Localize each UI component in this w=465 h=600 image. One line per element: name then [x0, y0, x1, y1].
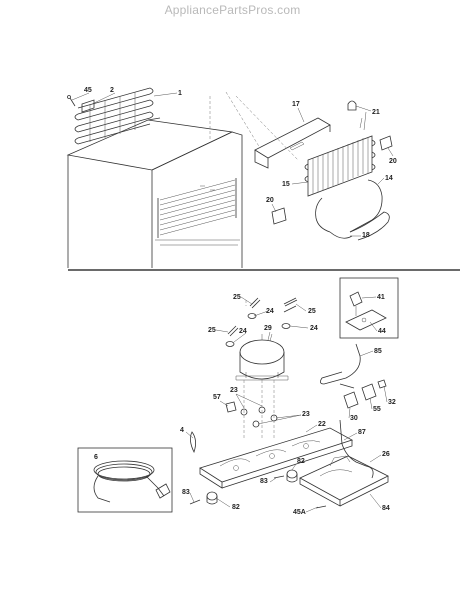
leader-lines [71, 92, 394, 513]
callout-41: 41 [377, 294, 385, 301]
part-4 [190, 431, 196, 454]
callout-18: 18 [362, 232, 370, 239]
cabinet [66, 117, 243, 268]
callout-15: 15 [282, 181, 290, 188]
callout-82-upper: 82 [297, 458, 305, 465]
callout-84: 84 [382, 505, 390, 512]
callout-6: 6 [94, 454, 98, 461]
watermark: AppliancePartsPros.com [164, 3, 301, 17]
callout-45A: 45A [293, 509, 306, 516]
callout-30: 30 [350, 415, 358, 422]
bracket-20-lower [271, 207, 287, 225]
callout-23-b: 23 [302, 411, 310, 418]
callout-25-b: 25 [308, 308, 316, 315]
callout-55: 55 [373, 406, 381, 413]
callout-17: 17 [292, 101, 300, 108]
part-box-41-44 [339, 277, 399, 339]
callout-26: 26 [382, 451, 390, 458]
callout-21: 21 [372, 109, 380, 116]
base-plate-22 [199, 427, 354, 489]
clip-21 [347, 100, 357, 111]
tube-14 [315, 179, 383, 233]
bracket-2 [81, 99, 95, 113]
callout-20-upper: 20 [389, 158, 397, 165]
tube-85 [320, 343, 361, 389]
callout-4: 4 [180, 427, 184, 434]
callout-2: 2 [110, 87, 114, 94]
callout-83-left: 83 [182, 489, 190, 496]
callout-14: 14 [385, 175, 393, 182]
clips-25 [227, 297, 298, 337]
callout-83-right: 83 [260, 478, 268, 485]
condenser-coil [74, 87, 154, 145]
cover-32 [377, 379, 387, 389]
callout-25-a: 25 [233, 294, 241, 301]
callout-44: 44 [378, 328, 386, 335]
callout-1: 1 [178, 90, 182, 97]
power-cord-box-6 [77, 447, 173, 513]
tube-87 [339, 419, 374, 479]
callout-24-a: 24 [266, 308, 274, 315]
evaporator-cover-17 [254, 117, 331, 169]
screw-83-left [189, 499, 201, 505]
callout-23-a: 23 [230, 387, 238, 394]
screw-45A [315, 505, 327, 509]
callout-24-c: 24 [239, 328, 247, 335]
callout-57: 57 [213, 394, 221, 401]
callout-32: 32 [388, 399, 396, 406]
bracket-20-upper [379, 135, 393, 151]
relay-30 [343, 391, 359, 409]
callout-24-b: 24 [310, 325, 318, 332]
callout-22: 22 [318, 421, 326, 428]
callout-25-c: 25 [208, 327, 216, 334]
drain-pan-26 [299, 455, 389, 507]
callout-labels: 45 2 1 17 21 20 15 14 20 18 25 24 25 24 … [84, 87, 397, 516]
callout-85: 85 [374, 348, 382, 355]
overload-55 [361, 383, 377, 401]
bolt-82-upper [286, 469, 298, 483]
compressor-29 [235, 333, 289, 381]
grommets-24 [225, 313, 291, 347]
evaporator-15 [304, 111, 376, 197]
callout-87: 87 [358, 429, 366, 436]
part-57 [225, 401, 237, 413]
tube-18 [329, 211, 390, 241]
screw-83-right [273, 475, 285, 479]
callout-45: 45 [84, 87, 92, 94]
screw-45 [67, 95, 76, 107]
callout-82-lower: 82 [232, 504, 240, 511]
callout-29: 29 [264, 325, 272, 332]
bolt-82-lower [206, 491, 218, 505]
callout-20-lower: 20 [266, 197, 274, 204]
